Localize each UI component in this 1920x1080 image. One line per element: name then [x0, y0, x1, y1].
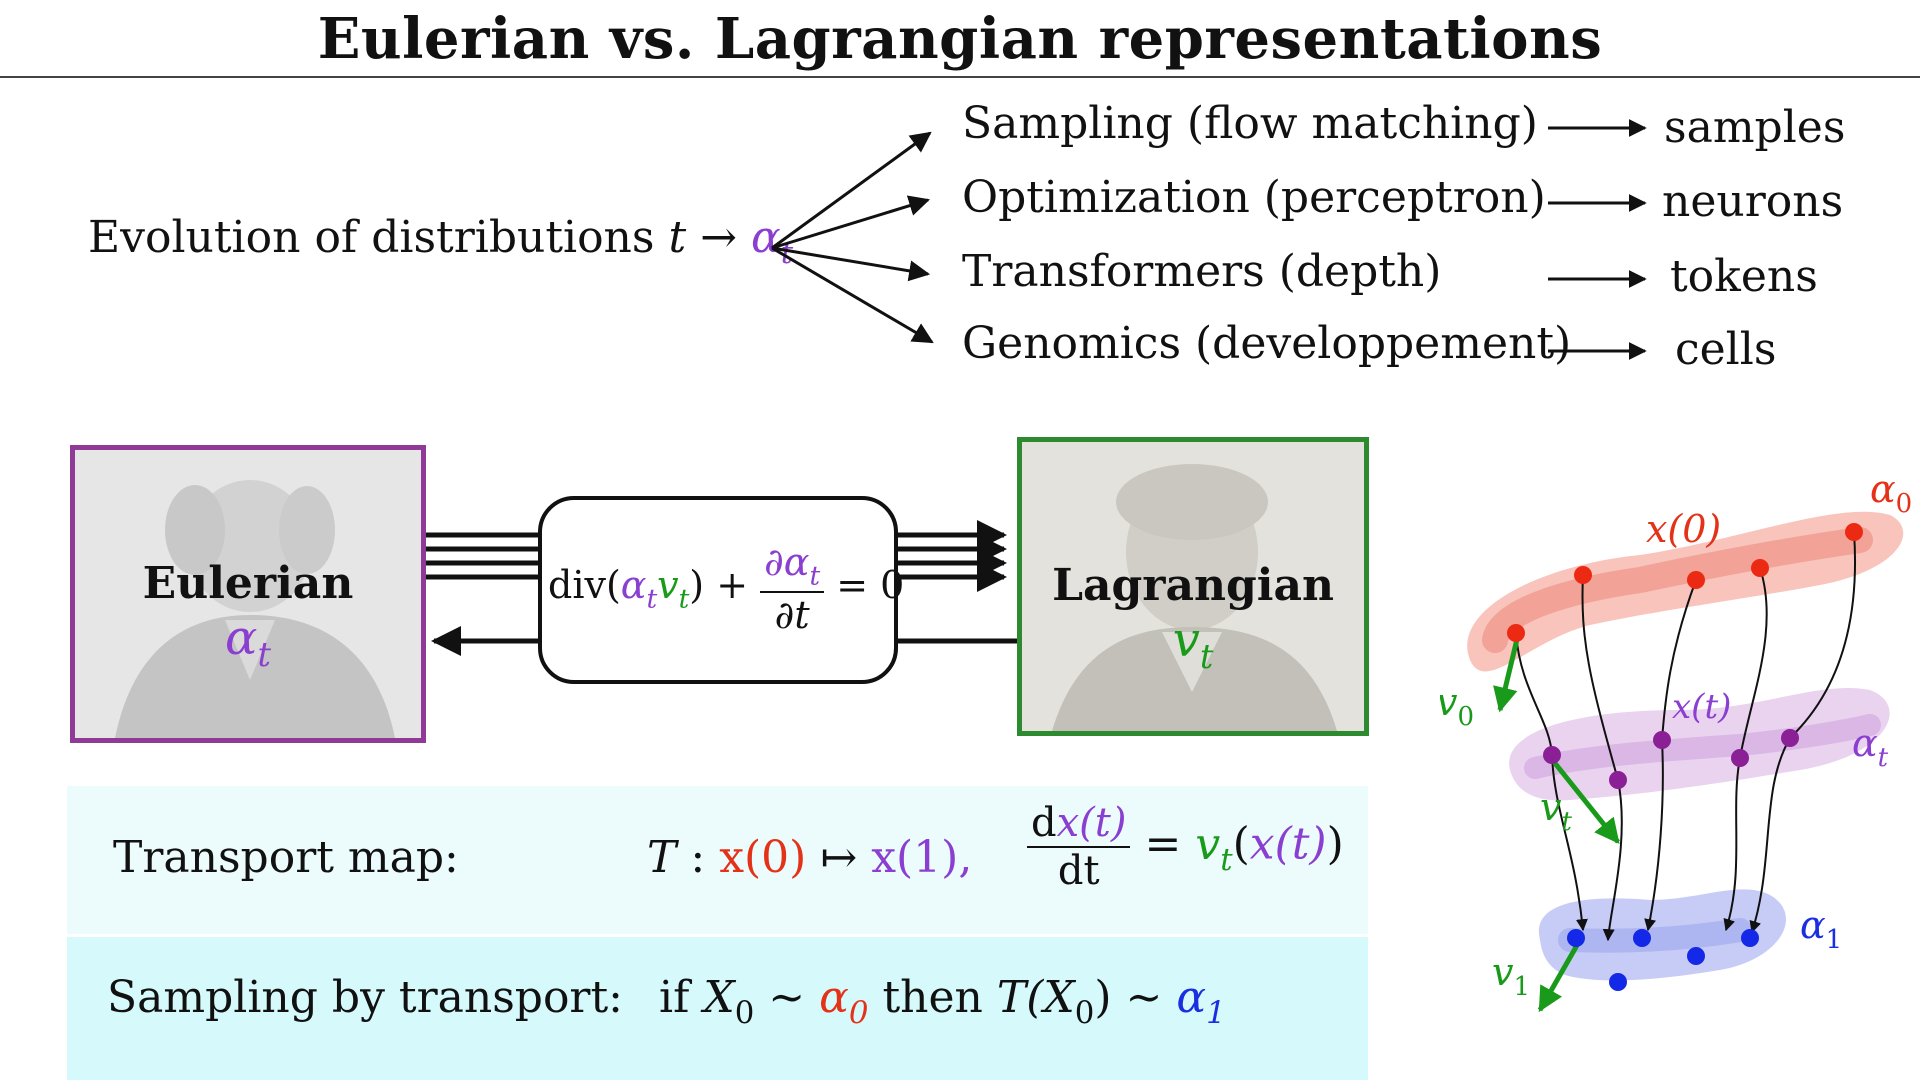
v1-arrow — [1537, 938, 1583, 1013]
fan-arrow-sampling — [771, 131, 932, 250]
evolution-t: t — [668, 212, 687, 263]
flow-figure: α0 x(0) x(t) αt v0 vt v1 α1 — [1440, 470, 1912, 1013]
fan-arrow-optimization — [771, 195, 931, 250]
lagrangian-portrait: Lagrangian vt — [1017, 437, 1369, 736]
eulerian-symbol: αt — [225, 610, 271, 674]
point-x0 — [1507, 624, 1525, 642]
branch-optimization: Optimization (perceptron) — [962, 172, 1546, 223]
point-xt — [1543, 746, 1561, 764]
point-xt — [1731, 749, 1749, 767]
lagrangian-symbol: vt — [1172, 612, 1214, 676]
transport-map-panel: Transport map: T : x(0) ↦ x(1), dx(t) dt… — [67, 786, 1368, 934]
x0-label: x(0) — [1646, 507, 1721, 551]
eulerian-portrait: Eulerian αt — [70, 445, 426, 743]
ode-fraction: dx(t) dt — [1027, 800, 1131, 894]
point-x1 — [1609, 973, 1627, 991]
fan-arrow-transformers — [771, 246, 931, 282]
sampling-panel: Sampling by transport: if X0 ∼ α0 then T… — [67, 937, 1368, 1080]
branch-genomics: Genomics (developpement) — [962, 318, 1572, 369]
evolution-arrow: → — [700, 212, 738, 263]
result-cells: cells — [1675, 324, 1777, 375]
point-x0 — [1845, 523, 1863, 541]
vt-label: vt — [1540, 785, 1572, 837]
point-x0 — [1574, 566, 1592, 584]
title-divider — [0, 76, 1920, 78]
point-xt — [1609, 771, 1627, 789]
point-xt — [1653, 731, 1671, 749]
point-x1 — [1687, 947, 1705, 965]
v0-arrow — [1493, 634, 1521, 713]
eulerian-label: Eulerian — [142, 558, 354, 609]
point-x1 — [1567, 929, 1585, 947]
eq-alpha: αt — [620, 563, 658, 615]
branch-sampling: Sampling (flow matching) — [962, 98, 1538, 149]
continuity-equation: div(αtvt) + ∂αt ∂t = 0 — [548, 540, 905, 638]
evolution-text: Evolution of distributions — [88, 212, 655, 263]
eq-v: vt — [657, 563, 690, 615]
vt-arrow — [1548, 755, 1620, 844]
v1-label: v1 — [1492, 950, 1530, 1002]
partial-derivative: ∂αt ∂t — [760, 540, 825, 637]
result-neurons: neurons — [1662, 176, 1844, 227]
result-tokens: tokens — [1670, 251, 1818, 302]
evolution-statement: Evolution of distributions t → αt — [88, 212, 793, 271]
fan-arrow-genomics — [771, 246, 934, 344]
euler-portrait-image — [75, 450, 421, 738]
sampling-formula: if X0 ∼ α0 then T(X0) ∼ α1 — [659, 972, 1226, 1031]
transport-ode: dx(t) dt = vt(x(t)) — [1027, 800, 1344, 894]
transport-map-formula: T : x(0) ↦ x(1), — [647, 832, 973, 883]
branch-transformers: Transformers (depth) — [962, 246, 1442, 297]
xt-label: x(t) — [1672, 687, 1731, 727]
lagrangian-label: Lagrangian — [1052, 560, 1334, 611]
point-xt — [1781, 729, 1799, 747]
slide-title: Eulerian vs. Lagrangian representations — [317, 6, 1603, 72]
result-samples: samples — [1664, 102, 1846, 153]
transport-map-label: Transport map: — [113, 832, 459, 883]
lagrange-portrait-image — [1022, 442, 1364, 731]
point-x0 — [1751, 559, 1769, 577]
point-x0 — [1687, 571, 1705, 589]
continuity-equation-box: div(αtvt) + ∂αt ∂t = 0 — [538, 496, 904, 684]
point-x1 — [1633, 929, 1651, 947]
alphat-label: αt — [1852, 721, 1889, 773]
v0-label: v0 — [1440, 680, 1474, 732]
point-x1 — [1741, 929, 1759, 947]
alpha1-label: α1 — [1800, 903, 1842, 955]
alpha0-label: α0 — [1870, 470, 1912, 519]
ode-v: vt — [1195, 818, 1233, 878]
sampling-label: Sampling by transport: — [107, 972, 623, 1023]
